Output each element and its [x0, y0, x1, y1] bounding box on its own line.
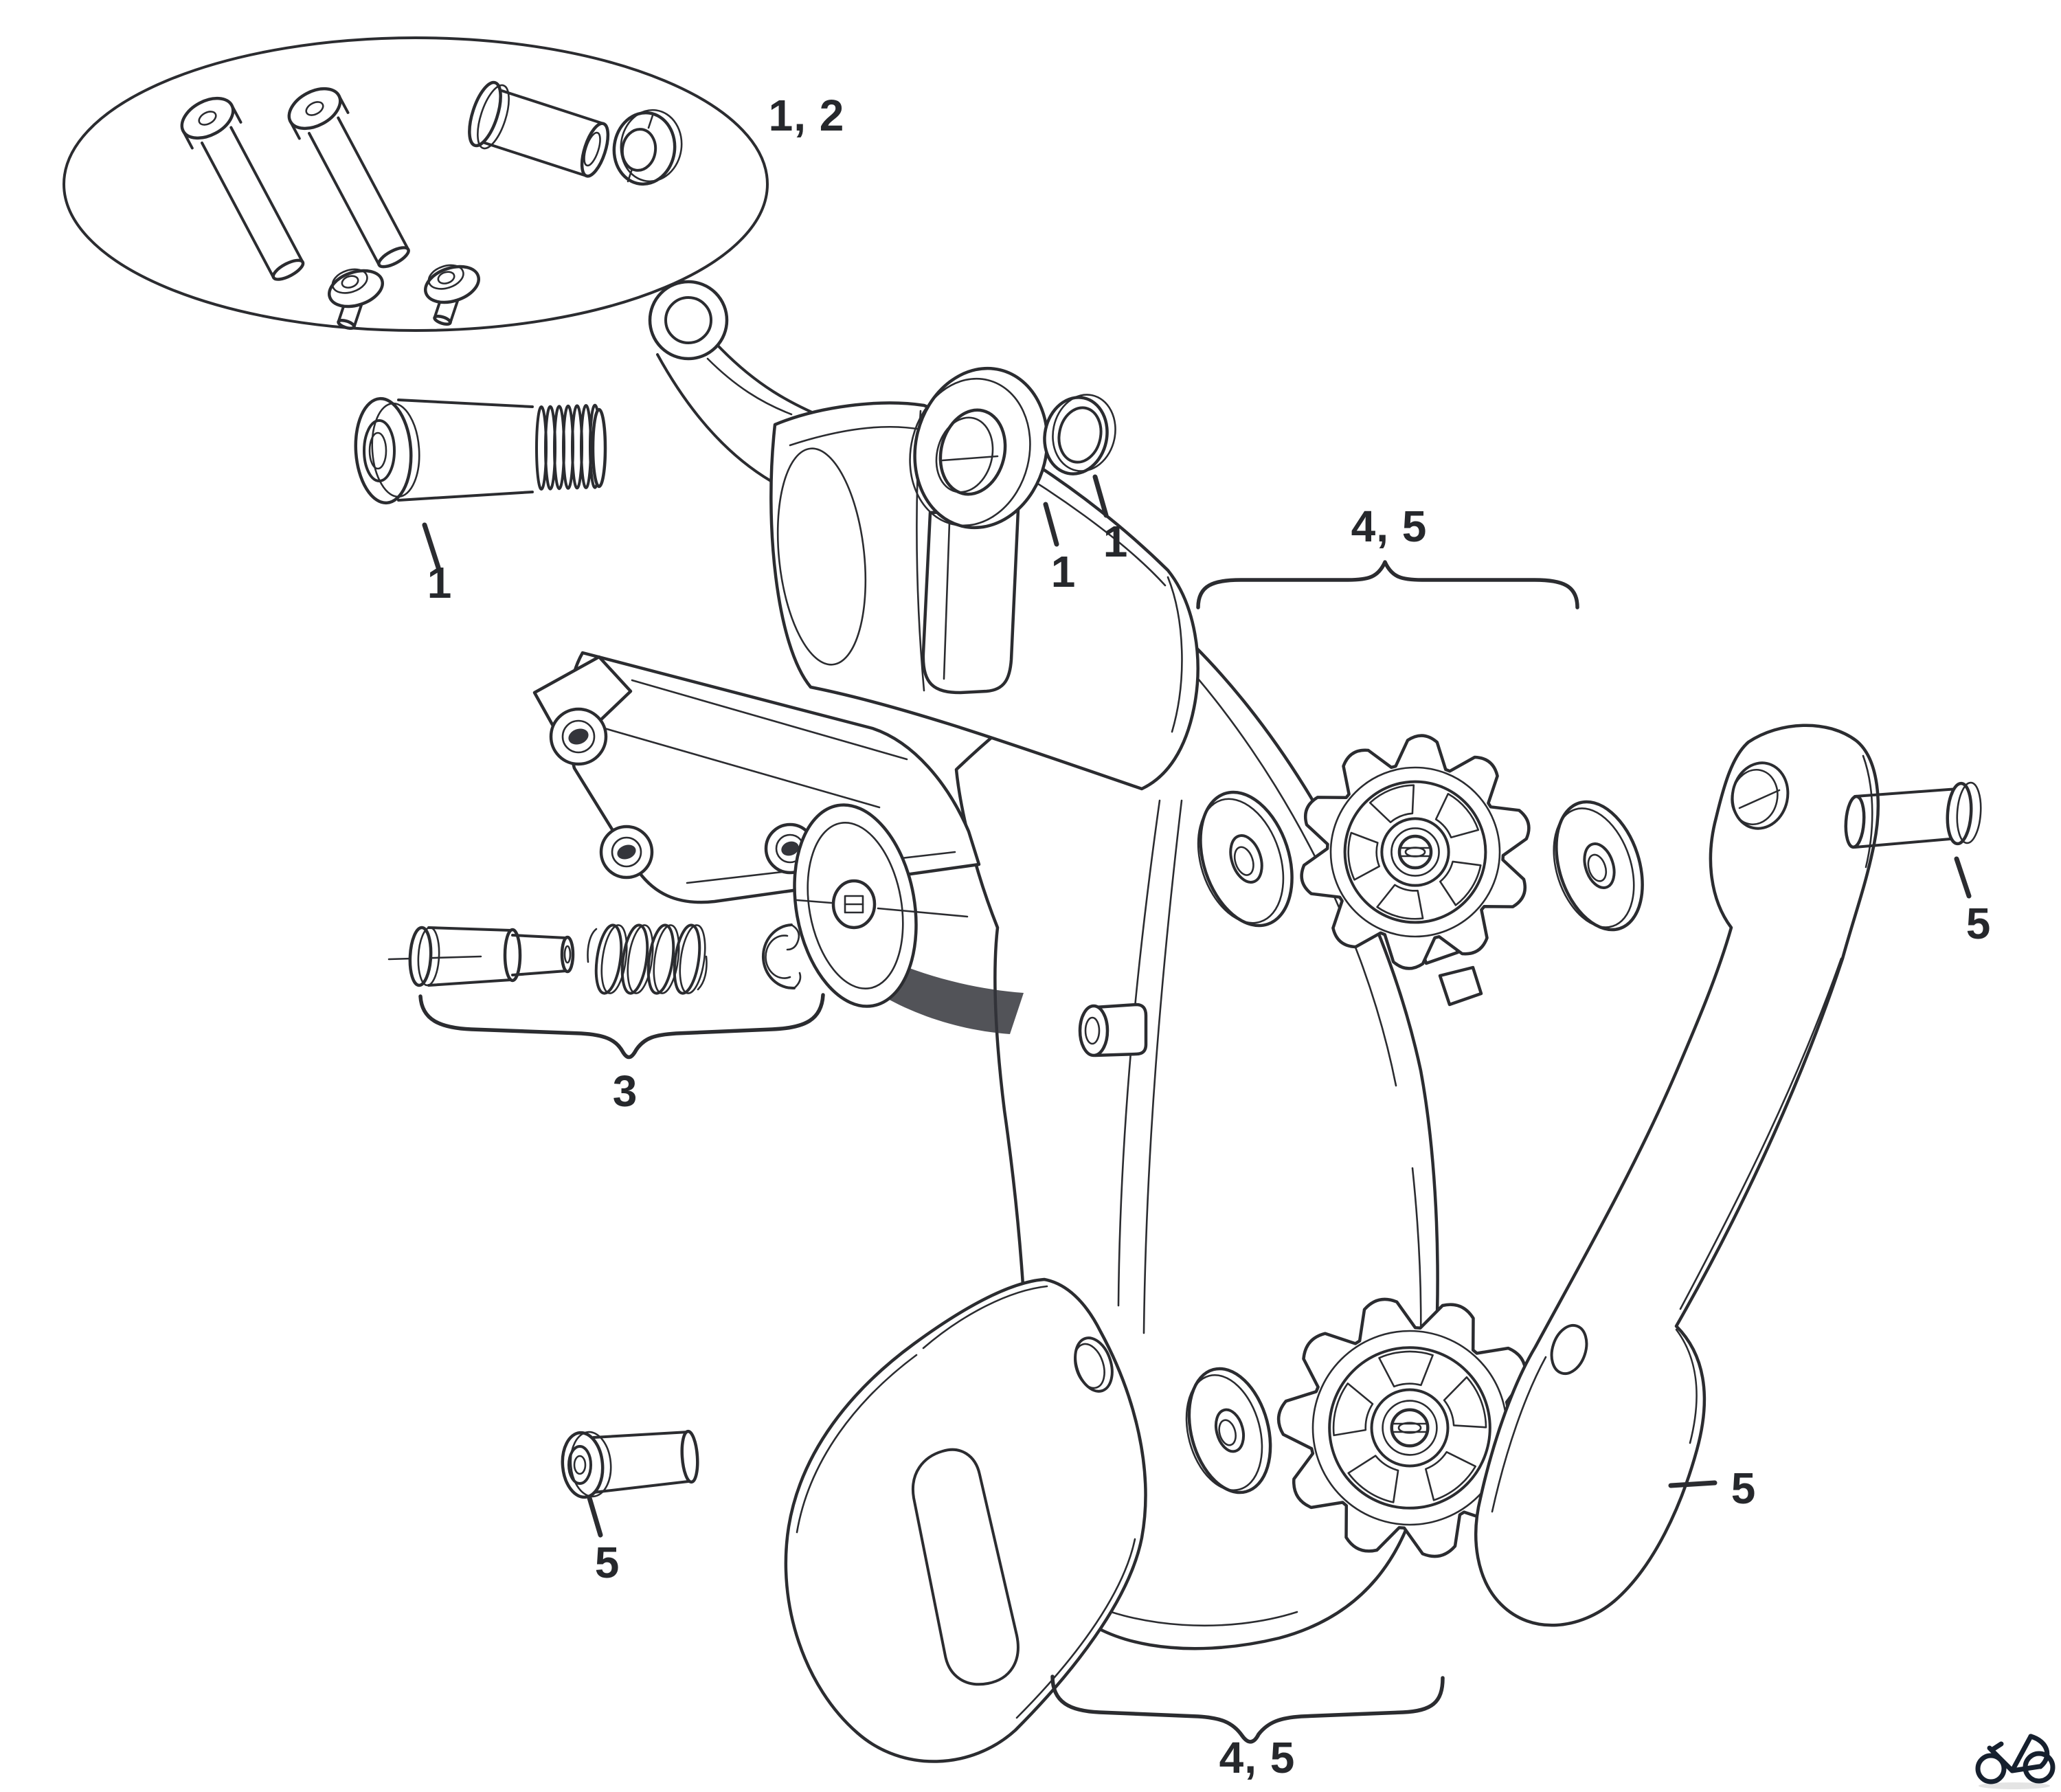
leader-hanger	[1043, 502, 1059, 547]
cage-pivot-pin	[1844, 781, 1982, 849]
inner-cage-plate	[1474, 724, 1880, 1627]
leader-b-bolt	[422, 522, 441, 570]
cage-stop-bolt	[561, 1429, 699, 1499]
callout-labels: 1, 2 1 1 1 3 4, 5 4, 5 5 5 5	[427, 91, 1992, 1782]
b-pivot-spring-kit	[387, 923, 802, 995]
linkage-pivot-screw	[549, 707, 608, 766]
callout-hanger: 1	[1051, 547, 1077, 596]
retaining-clip	[762, 923, 802, 990]
leader-hanger-washer	[1092, 474, 1109, 518]
cage-slot	[911, 1448, 1020, 1686]
bicycle-icon	[1975, 1734, 2056, 1789]
flange-screw	[327, 268, 385, 331]
ring-nut	[612, 109, 683, 186]
callout-lower-pulley: 4, 5	[1219, 1733, 1296, 1782]
pivot-pin	[387, 926, 575, 987]
callout-hanger-washer: 1	[1103, 517, 1129, 566]
hardware-kit-group	[63, 36, 769, 332]
washer	[1553, 800, 1644, 932]
cage-pivot-disc	[793, 803, 969, 1008]
logo-shadow	[1979, 1782, 2050, 1789]
washer	[1197, 790, 1294, 928]
callout-inner-plate-pin: 5	[1966, 899, 1992, 948]
cable-anchor-bolt	[1078, 1003, 1148, 1057]
chain-guide-tab	[1438, 965, 1483, 1007]
kit-parts	[180, 80, 683, 331]
brace-spring-kit	[418, 993, 825, 1060]
brace-upper-pulley	[1196, 560, 1579, 609]
lower-jockey-wheel	[1276, 1297, 1543, 1558]
brace-lower-pulley	[1050, 1675, 1445, 1744]
socket-head-bolt	[180, 96, 305, 281]
pulley-assemblies	[1185, 734, 1658, 1558]
leader-outer-plate-bolt	[587, 1495, 603, 1538]
barrel-sleeve	[468, 80, 610, 178]
leader-inner-plate	[1668, 1480, 1718, 1488]
callout-outer-plate-bolt: 5	[595, 1538, 620, 1587]
coil-spring	[587, 923, 708, 995]
leader-inner-plate-pin	[1954, 856, 1972, 899]
socket-head-bolt	[287, 87, 410, 269]
callout-leaders	[418, 474, 1972, 1744]
linkage-pivot-screw	[599, 825, 654, 880]
mount-eye	[648, 280, 729, 361]
washer	[1185, 1367, 1272, 1494]
outer-cage-plate	[784, 1277, 1147, 1763]
hanger-washer	[1043, 394, 1116, 475]
callout-b-bolt: 1	[427, 558, 453, 607]
flange-screw	[423, 264, 481, 326]
callout-upper-pulley: 4, 5	[1351, 502, 1428, 551]
callout-inner-plate: 5	[1731, 1464, 1757, 1513]
upper-jockey-wheel	[1300, 734, 1531, 970]
derailleur-hanger	[909, 366, 1049, 695]
b-bolt	[354, 396, 607, 505]
callout-spring-kit: 3	[613, 1066, 638, 1116]
kit-boundary-ellipse	[63, 36, 769, 332]
callout-hardware-kit: 1, 2	[769, 91, 845, 140]
